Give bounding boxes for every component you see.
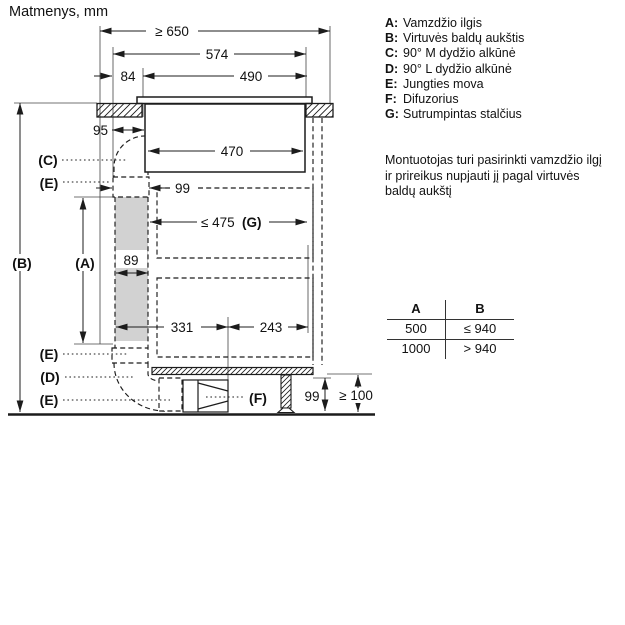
legend-label: Sutrumpintas stalčius xyxy=(403,107,522,122)
hob-body xyxy=(144,103,306,173)
connector-top xyxy=(112,176,150,198)
plinth-leg xyxy=(280,374,292,409)
table-cell-a: 1000 xyxy=(387,339,446,359)
height-table: A B 500 ≤ 940 1000 > 940 xyxy=(387,300,514,359)
legend-item-d: D: 90° L dydžio alkūnė xyxy=(385,62,524,77)
legend-label: Vamzdžio ilgis xyxy=(403,16,482,30)
dim-diffuser-height: 99 xyxy=(304,389,319,404)
callout-e-mid: (E) xyxy=(40,346,59,362)
dashed-components xyxy=(111,118,323,412)
legend-item-a: A: Vamzdžio ilgis xyxy=(385,16,524,31)
drawer-upper-outline xyxy=(156,187,314,259)
table-row: 1000 > 940 xyxy=(387,339,514,359)
legend-label: Jungties mova xyxy=(403,76,484,91)
dim-appliance-width: 574 xyxy=(206,47,229,62)
legend-key: G: xyxy=(385,107,399,122)
text-masks xyxy=(8,22,379,403)
dim-plinth-min-height: ≥ 100 xyxy=(339,388,373,403)
table-cell-b: > 940 xyxy=(463,341,497,356)
table-cell-a: 500 xyxy=(387,319,446,340)
countertop-left xyxy=(96,102,143,118)
legend-item-c: C: 90° M dydžio alkūnė xyxy=(385,46,524,61)
legend-label: Virtuvės baldų aukštis xyxy=(403,31,525,46)
legend: A: Vamzdžio ilgis B: Virtuvės baldų aukšti… xyxy=(385,16,524,122)
cabinet-bottom-panel xyxy=(151,366,314,376)
structure xyxy=(8,96,375,416)
dim-left-clearance: 95 xyxy=(93,123,108,138)
elbow-l-icon xyxy=(113,362,166,412)
table-header-a: A xyxy=(387,300,446,320)
duct-pipe xyxy=(115,197,148,341)
callout-labels: (C) (E) (B) (A) (E) (D) (E) (F) xyxy=(12,152,267,408)
table-row: 500 ≤ 940 xyxy=(387,319,514,340)
page-title: Matmenys, mm xyxy=(9,4,109,20)
callout-e-bottom: (E) xyxy=(40,392,59,408)
dim-body-width: 470 xyxy=(221,144,244,159)
elbow-l-inner xyxy=(147,363,161,382)
legend-item-f: F: Difuzorius xyxy=(385,92,524,107)
drawer-lower-outline xyxy=(156,277,314,358)
dim-left-offset: 84 xyxy=(120,69,136,84)
elbow-m-icon xyxy=(113,135,147,168)
legend-key: D: xyxy=(385,61,399,76)
dim-cutout-width: 490 xyxy=(240,69,263,84)
dim-bottom-right-span: 243 xyxy=(260,320,283,335)
connector-mid xyxy=(111,347,149,364)
callout-f: (F) xyxy=(249,390,267,406)
dim-duct-width: 89 xyxy=(123,253,138,268)
legend-label: 90° L dydžio alkūnė xyxy=(403,61,512,76)
callout-e-top: (E) xyxy=(40,175,59,191)
leader-lines xyxy=(62,159,243,401)
dimension-lines xyxy=(16,27,362,412)
dim-bottom-left-span: 331 xyxy=(171,320,194,335)
legend-item-b: B: Virtuvės baldų aukštis xyxy=(385,31,524,46)
diffuser xyxy=(182,379,229,413)
legend-key: A: xyxy=(385,16,399,30)
legend-item-g: G: Sutrumpintas stalčius xyxy=(385,107,524,122)
table-header-b: B xyxy=(445,300,514,320)
legend-key: F: xyxy=(385,92,397,107)
hob-top-plate xyxy=(136,96,313,105)
callout-b: (B) xyxy=(12,255,31,271)
dimension-labels: ≥ 650 574 84 490 470 95 99 ≤ 475 (G) 89 … xyxy=(93,24,373,404)
dim-drawer-ref: (G) xyxy=(242,215,262,230)
callout-d: (D) xyxy=(40,369,59,385)
callout-a: (A) xyxy=(75,255,94,271)
dim-connector-width: 99 xyxy=(175,181,190,196)
legend-label: 90° M dydžio alkūnė xyxy=(403,46,516,61)
callout-c: (C) xyxy=(38,152,57,168)
legend-label: Difuzorius xyxy=(403,92,459,107)
legend-key: B: xyxy=(385,31,399,46)
table-cell-b: ≤ 940 xyxy=(445,319,514,340)
legend-item-e: E: Jungties mova xyxy=(385,77,524,92)
dim-cabinet-min-width: ≥ 650 xyxy=(155,24,189,39)
connector-bottom xyxy=(158,377,183,412)
countertop-right xyxy=(305,102,334,118)
leg-foot xyxy=(276,407,296,414)
dim-drawer-depth: ≤ 475 xyxy=(201,215,235,230)
legend-key: C: xyxy=(385,46,399,61)
legend-key: E: xyxy=(385,76,398,91)
installer-note: Montuotojas turi pasirinkti vamzdžio ilg… xyxy=(385,153,602,198)
